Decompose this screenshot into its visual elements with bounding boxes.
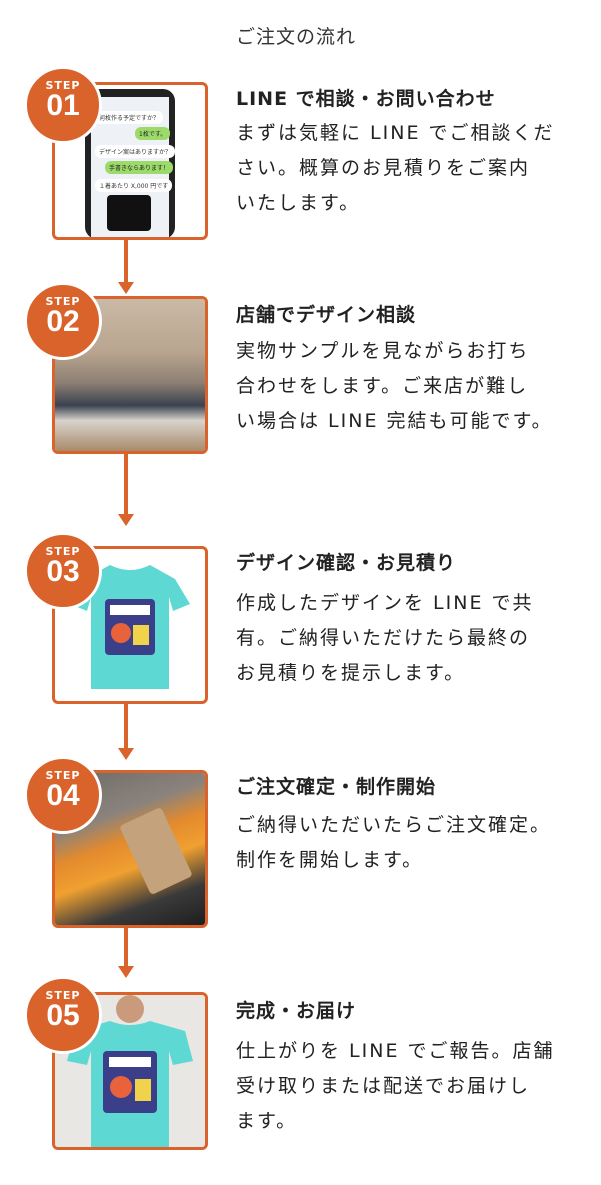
chat-screen: 何枚作る予定ですか？ 1枚です。 デザイン案はありますか？ 手書きならあります！… xyxy=(91,97,176,237)
description-line: さい。概算のお見積りをご案内 xyxy=(236,157,531,179)
chat-bubble: 何枚作る予定ですか？ xyxy=(95,111,164,124)
flow-arrow xyxy=(124,704,128,750)
step-number: 05 xyxy=(46,999,80,1032)
chat-bubble: 手書きならあります！ xyxy=(105,161,174,174)
step-badge: STEP 01 xyxy=(24,66,102,144)
description-line: お見積りを提示します。 xyxy=(236,662,466,684)
flow-arrow xyxy=(124,454,128,516)
chat-bubble: １着あたり X,000 円です xyxy=(95,179,173,192)
finished-tshirt-image xyxy=(67,995,193,1147)
arrow-head-icon xyxy=(118,514,134,526)
tshirt-design-image xyxy=(70,565,190,689)
step-5-image xyxy=(52,992,208,1150)
description-line: ます。 xyxy=(236,1110,298,1132)
description-line: 仕上がりを LINE でご報告。店舗 xyxy=(236,1040,555,1062)
description-line: 作成したデザインを LINE で共 xyxy=(236,592,534,614)
chat-bubble: デザイン案はありますか？ xyxy=(95,145,176,158)
step-description: 実物サンプルを見ながらお打ち 合わせをします。ご来店が難し い場合は LINE … xyxy=(236,334,581,439)
arrow-head-icon xyxy=(118,282,134,294)
page-title: ご注文の流れ xyxy=(236,26,357,48)
step-badge: STEP 03 xyxy=(24,532,102,610)
description-line: 受け取りまたは配送でお届けし xyxy=(236,1075,531,1097)
step-heading: LINE で相談・お問い合わせ xyxy=(236,88,496,110)
step-description: まずは気軽に LINE でご相談くだ さい。概算のお見積りをご案内 いたします。 xyxy=(236,116,581,221)
step-heading: 完成・お届け xyxy=(236,1000,357,1022)
step-badge: STEP 04 xyxy=(24,756,102,834)
step-description: 作成したデザインを LINE で共 有。ご納得いただけたら最終の お見積りを提示… xyxy=(236,586,581,691)
arrow-head-icon xyxy=(118,748,134,760)
description-line: い場合は LINE 完結も可能です。 xyxy=(236,410,553,432)
description-line: 制作を開始します。 xyxy=(236,849,424,871)
description-line: まずは気軽に LINE でご相談くだ xyxy=(236,122,555,144)
step-badge: STEP 02 xyxy=(24,282,102,360)
arrow-head-icon xyxy=(118,966,134,978)
step-heading: デザイン確認・お見積り xyxy=(236,552,457,574)
step-label: STEP xyxy=(45,769,81,782)
description-line: 実物サンプルを見ながらお打ち xyxy=(236,340,530,362)
description-line: 合わせをします。ご来店が難し xyxy=(236,375,529,397)
step-heading: ご注文確定・制作開始 xyxy=(236,776,437,798)
description-line: いたします。 xyxy=(236,192,361,214)
step-description: 仕上がりを LINE でご報告。店舗 受け取りまたは配送でお届けし ます。 xyxy=(236,1034,581,1139)
step-number: 01 xyxy=(46,89,80,122)
flow-arrow xyxy=(124,928,128,968)
step-badge: STEP 05 xyxy=(24,976,102,1054)
tshirt-sketch-icon xyxy=(107,195,151,231)
step-label: STEP xyxy=(45,295,81,308)
chat-bubble: 1枚です。 xyxy=(135,127,171,140)
step-description: ご納得いただいたらご注文確定。 制作を開始します。 xyxy=(236,808,581,878)
step-3-image xyxy=(52,546,208,704)
step-heading: 店舗でデザイン相談 xyxy=(236,304,417,326)
step-label: STEP xyxy=(45,545,81,558)
step-number: 02 xyxy=(46,305,80,338)
step-number: 03 xyxy=(46,555,80,588)
flow-arrow xyxy=(124,240,128,286)
step-number: 04 xyxy=(46,779,80,812)
step-label: STEP xyxy=(45,989,81,1002)
step-label: STEP xyxy=(45,79,81,92)
description-line: ご納得いただいたらご注文確定。 xyxy=(236,814,552,836)
description-line: 有。ご納得いただけたら最終の xyxy=(236,627,531,649)
